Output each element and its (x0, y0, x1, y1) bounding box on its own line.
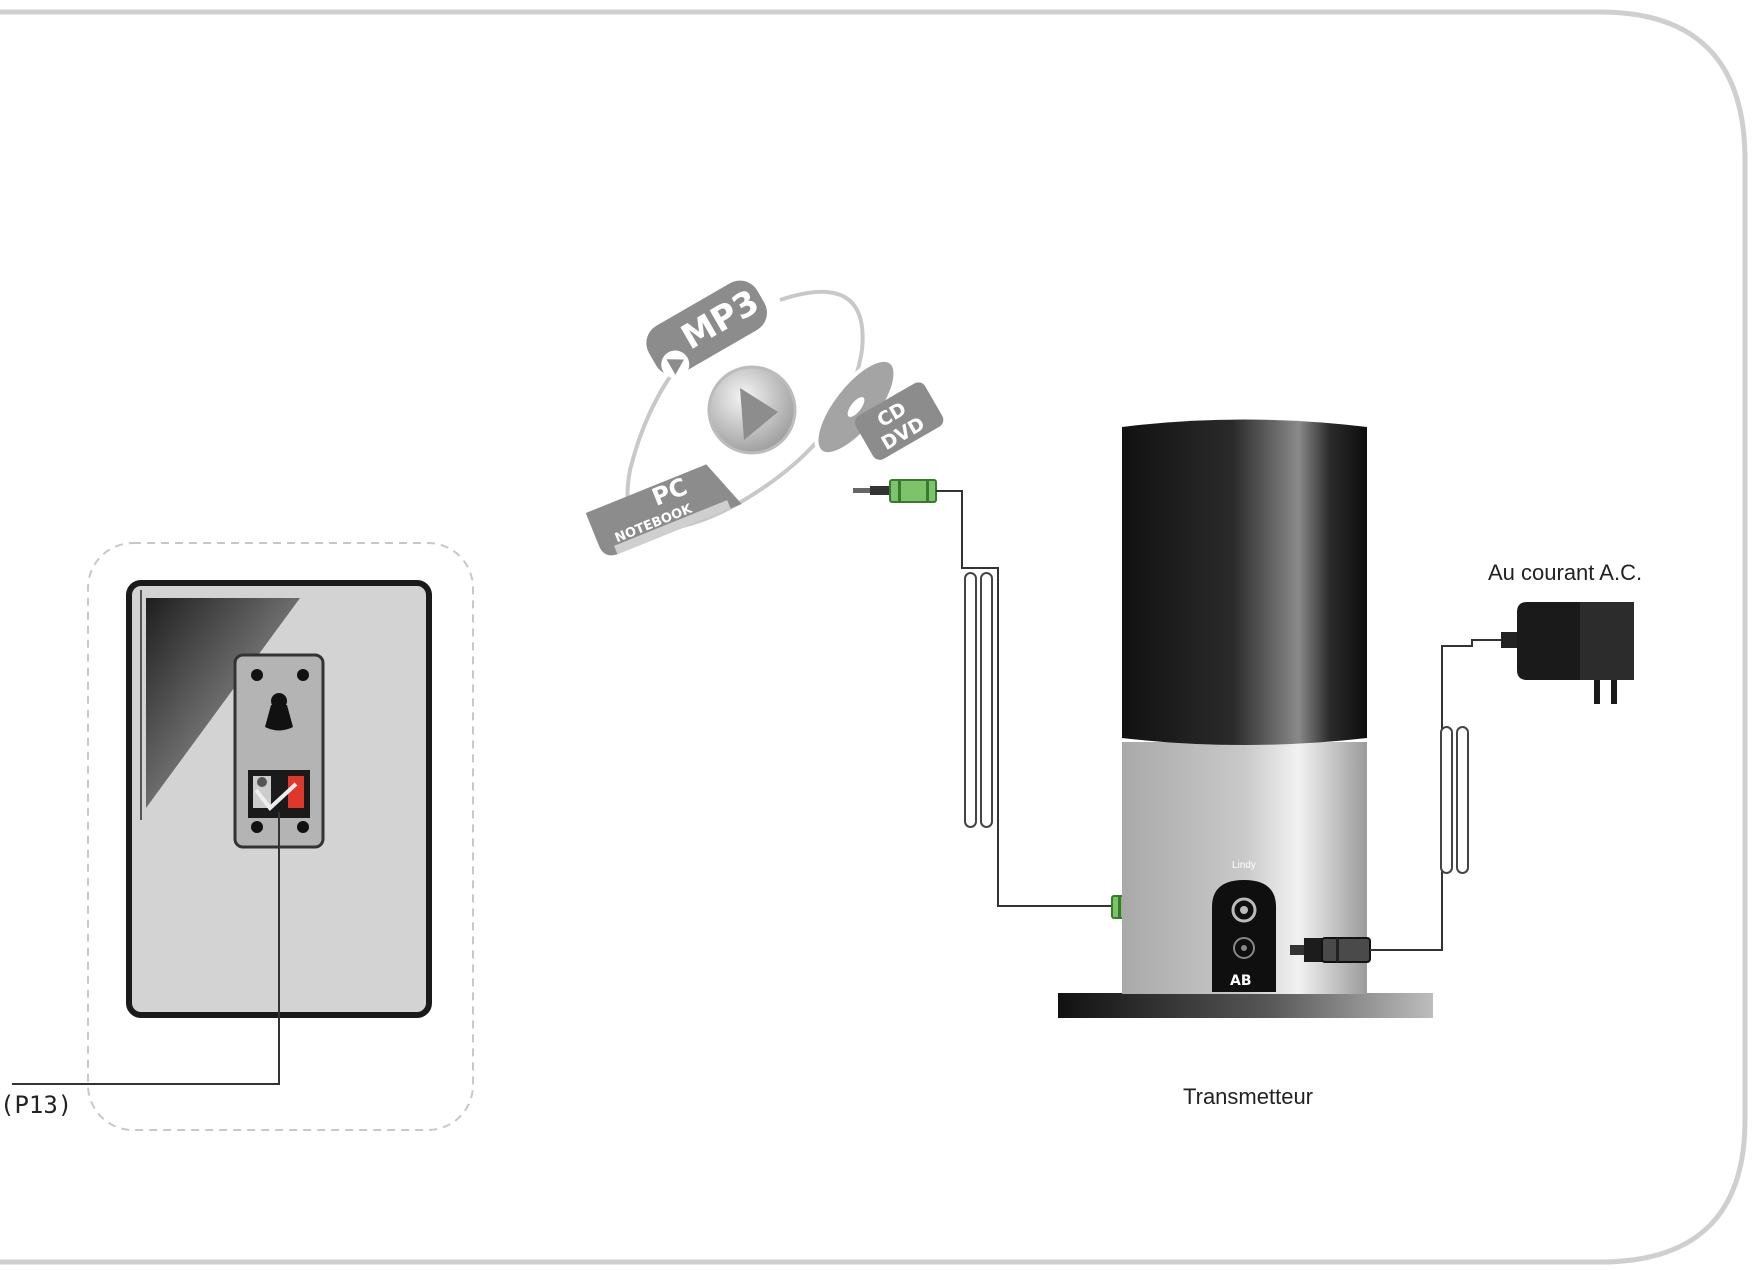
keyhole-icon (265, 693, 293, 731)
play-icon (740, 388, 778, 440)
ports-mark: AB (1230, 973, 1252, 989)
transmitter-unit: Lindy AB (1058, 419, 1433, 1018)
audio-in-port (1231, 897, 1257, 923)
cable-slack-coil (964, 572, 977, 828)
ac-adapter-icon (1501, 602, 1634, 704)
power-cable (1290, 602, 1634, 963)
transmitter-foot (1058, 993, 1433, 1018)
transmitter-label: Transmetteur (1183, 1084, 1313, 1109)
ac-label: Au courant A.C. (1488, 560, 1642, 585)
pc-notebook-badge: PC NOTEBOOK (585, 464, 742, 556)
speaker-dashed-frame (87, 542, 474, 1131)
jack-plug-top (853, 479, 937, 503)
audio-source-logo: MP3 CD DVD PC NOTEBOOK (585, 280, 944, 556)
power-port (1233, 937, 1255, 959)
speaker-group (12, 542, 474, 1131)
port-panel (1212, 880, 1276, 992)
page-ref-label: (P13) (0, 1091, 72, 1119)
brand-mark: Lindy (1232, 860, 1256, 871)
outer-frame (0, 9, 1748, 1265)
speaker-gloss (146, 598, 300, 808)
cd-dvd-badge: CD DVD (814, 357, 944, 460)
cable-slack-coil (1440, 726, 1453, 874)
transmitter-top (1122, 419, 1367, 745)
